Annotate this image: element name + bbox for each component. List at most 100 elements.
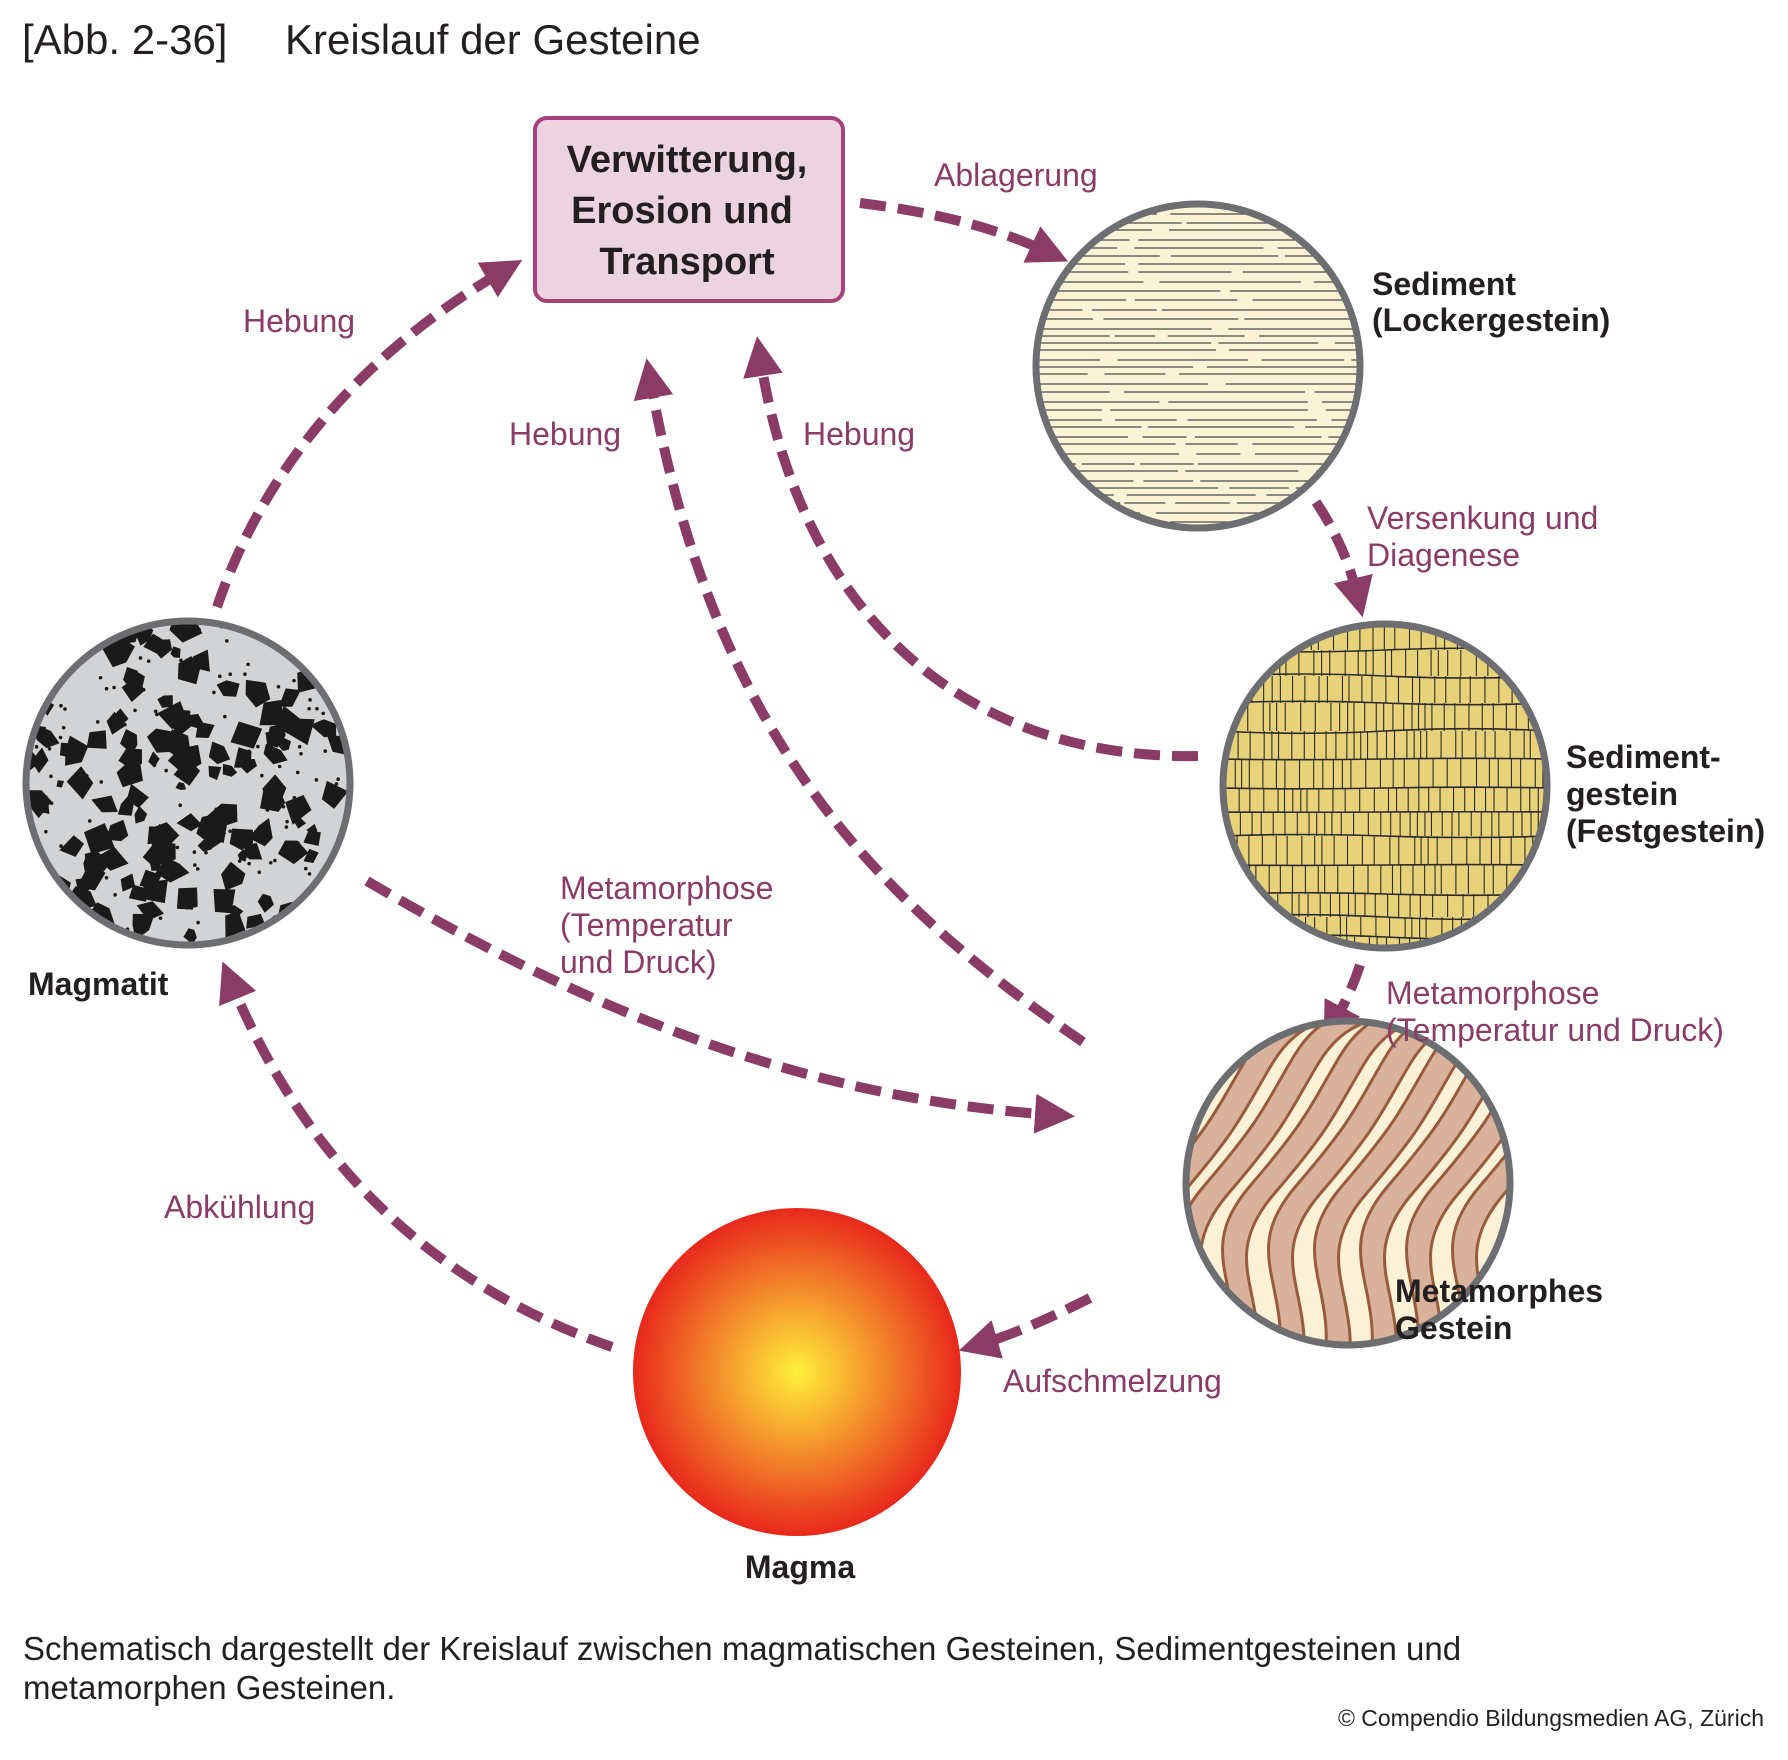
magmatit-crystal (120, 873, 135, 892)
label-versenkung-2: Diagenese (1367, 537, 1520, 573)
metamorph-fold-line (1497, 1021, 1510, 1345)
metamorph-circle (925, 1004, 1514, 1384)
magmatit-dot (95, 720, 100, 724)
magmatit-crystal (59, 835, 85, 857)
magmatit-crystal (204, 815, 227, 844)
magmatit-dot (75, 621, 79, 624)
magmatit-dot (158, 916, 163, 920)
magmatit-crystal (106, 711, 125, 735)
process-box (533, 116, 845, 303)
magmatit-dot (96, 736, 101, 741)
label-metamorph-2: Gestein (1395, 1310, 1512, 1346)
magmatit-dot (79, 649, 84, 654)
magmatit-crystal (244, 843, 263, 860)
magmatit-crystal (238, 749, 252, 760)
magmatit-dot (79, 888, 83, 892)
magmatit-dot (113, 893, 117, 897)
magmatit-crystal (326, 880, 337, 892)
magmatit-dot (138, 633, 142, 637)
metamorph-fold-line (1405, 1021, 1510, 1345)
sedimentgestein-bed-line (1223, 727, 1547, 735)
magmatit-crystal (143, 633, 168, 656)
magmatit-crystal (303, 848, 319, 863)
magmatit-dot (59, 844, 63, 848)
magmatit-crystal (315, 621, 340, 632)
magmatit-crystal (155, 857, 190, 883)
caption-line-1: Schematisch dargestellt der Kreislauf zw… (23, 1630, 1461, 1667)
magmatit-dot (29, 866, 33, 870)
metamorph-fold-band (1269, 1021, 1510, 1345)
magmatit-dot (77, 648, 82, 652)
magmatit-dot (151, 877, 156, 881)
magmatit-dot (157, 868, 161, 873)
magmatit-dot (308, 698, 312, 702)
metamorph-fold-line (925, 1004, 1182, 1384)
magmatit-dot (293, 727, 298, 732)
label-magma: Magma (745, 1549, 855, 1585)
magmatit-dot (341, 852, 345, 856)
magmatit-dot (336, 777, 340, 782)
magmatit-dot (197, 627, 201, 632)
magmatit-dot (264, 837, 268, 842)
magmatit-crystal (134, 806, 148, 824)
label-metamorph-1: Metamorphes (1395, 1273, 1603, 1309)
figure-number: [Abb. 2-36] (22, 16, 227, 63)
magmatit-dot (237, 859, 242, 863)
arrow-metamorphose-right (1323, 963, 1365, 1043)
magmatit-dot (58, 735, 63, 740)
magmatit-dot (49, 801, 54, 806)
magmatit-dot (133, 708, 137, 713)
magmatit-crystal (27, 795, 50, 814)
magmatit-crystal (262, 774, 287, 807)
magmatit-dot (321, 711, 325, 716)
metamorph-fold-line (1245, 1021, 1505, 1345)
label-sedimentgestein-2: gestein (1566, 776, 1678, 812)
magmatit-crystal (208, 741, 231, 765)
label-metamorphose-center-1: Metamorphose (560, 870, 773, 906)
magmatit-dot (292, 795, 297, 800)
magmatit-dot (49, 774, 53, 779)
magmatit-dot (265, 808, 270, 812)
label-aufschmelzung: Aufschmelzung (1003, 1363, 1222, 1399)
magmatit-dot (334, 782, 339, 786)
sedimentgestein-bed-line (1223, 757, 1547, 761)
label-metamorphose-center-3: und Druck) (560, 944, 717, 980)
magmatit-crystal (67, 918, 96, 943)
magmatit-crystal (285, 795, 312, 825)
magmatit-dot (175, 845, 180, 850)
label-abkuehlung: Abkühlung (164, 1189, 315, 1225)
metamorph-fold-band (1499, 1021, 1510, 1345)
label-sedimentgestein-1: Sediment- (1566, 739, 1721, 775)
magmatit-dot (70, 776, 75, 781)
arrow-hebung-left (212, 259, 523, 609)
magmatit-crystal (263, 743, 288, 765)
magmatit-dot (162, 854, 167, 859)
magmatit-dot (98, 675, 103, 680)
magma-circle (633, 1208, 961, 1536)
magmatit-dot (36, 886, 41, 890)
magmatit-crystal (31, 747, 49, 774)
label-hebung-left: Hebung (243, 303, 355, 339)
arrow-ablagerung (859, 198, 1069, 263)
magmatit-dot (169, 843, 173, 848)
magmatit-dot (256, 744, 260, 749)
magmatit-dot (214, 807, 219, 812)
magmatit-crystal (84, 823, 115, 855)
magmatit-crystal (216, 680, 240, 697)
flow-arrows (212, 198, 1373, 1359)
magmatit-dot (267, 753, 272, 757)
magmatit-dot (96, 866, 100, 871)
magmatit-dot (246, 662, 250, 667)
magmatit-dot (260, 773, 264, 778)
sedimentgestein-bed-line (1223, 786, 1547, 790)
magmatit-crystal (59, 742, 75, 759)
metamorph-fold-band (1186, 1021, 1402, 1345)
metamorph-fold-line (1221, 1021, 1481, 1345)
magmatit-crystal (225, 911, 246, 938)
magmatit-crystal (183, 928, 197, 945)
magmatit-dot (104, 876, 109, 880)
magmatit-dot (300, 922, 304, 927)
metamorph-fold-line (1359, 1021, 1510, 1345)
magmatit-dot (289, 696, 294, 701)
